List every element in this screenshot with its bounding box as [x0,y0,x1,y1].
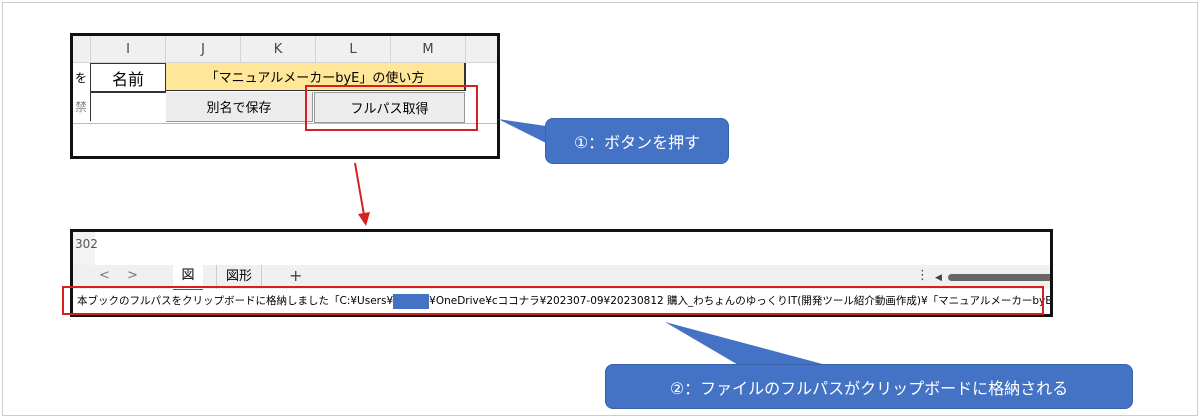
red-arrowhead [358,212,370,226]
empty-cell[interactable] [90,92,166,121]
column-header[interactable]: I [91,36,166,63]
redaction-box [393,293,430,309]
name-cell[interactable]: 名前 [90,63,166,93]
column-header[interactable]: K [241,36,316,63]
callout-1-pointer [498,119,560,150]
status-message: 本ブックのフルパスをクリップボードに格納しました「C:¥Users¥ [77,295,394,307]
clipped-cell: を [74,70,87,85]
row-divider [73,123,497,124]
status-bar: 本ブックのフルパスをクリップボードに格納しました「C:¥Users¥ ¥OneDr… [73,290,1052,314]
row-number: 302 [73,232,98,271]
status-highlight [62,286,1044,315]
sheet-tab-bar [73,265,1050,289]
column-header[interactable]: M [391,36,466,63]
horizontal-scrollbar[interactable] [948,274,1050,281]
more-options-icon[interactable]: ⋮ [916,268,929,283]
sheet-tab[interactable]: 図形 [216,265,262,289]
nav-prev-icon[interactable]: < [99,268,110,283]
column-header[interactable]: L [316,36,391,63]
nav-next-icon[interactable]: > [127,268,138,283]
clipped-cell: 禁 [74,99,87,114]
column-header-blank [466,36,497,63]
add-sheet-button[interactable]: + [289,266,303,285]
column-header[interactable]: J [166,36,241,63]
callout-1: ①：ボタンを押す [545,118,729,164]
column-header-blank [73,36,91,63]
callout-2-pointer [665,322,830,366]
excel-bottom-screenshot: 302 < > 図 図形 + ⋮ ◀ 本ブックのフルパスをクリップボードに格納し… [70,229,1053,317]
fullpath-button[interactable]: フルパス取得 [314,92,465,123]
callout-2: ②：ファイルのフルパスがクリップボードに格納される [605,364,1133,409]
red-arrow-line [354,162,365,216]
button-highlight [305,85,478,131]
scroll-left-icon[interactable]: ◀ [935,273,942,283]
save-as-button[interactable]: 別名で保存 [166,92,313,122]
status-message-path: ¥OneDrive¥cココナラ¥202307-09¥20230812 購入_わち… [429,295,1052,307]
